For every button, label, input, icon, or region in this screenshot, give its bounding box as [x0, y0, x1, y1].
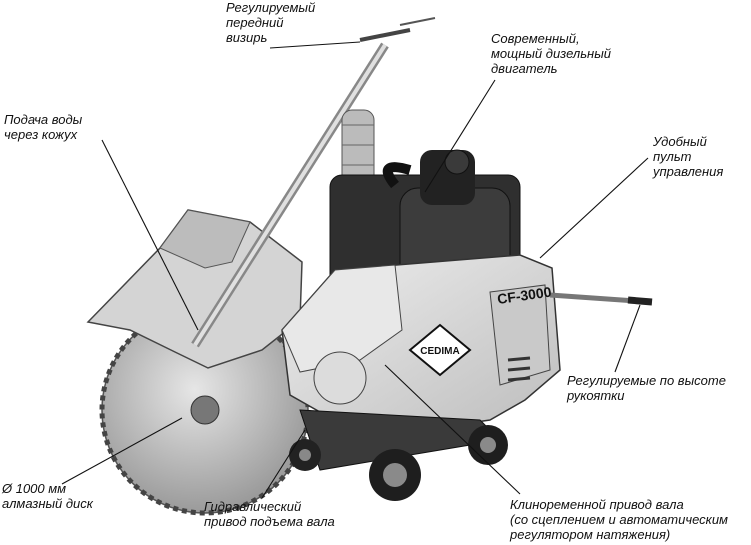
callout-hydraulic	[261, 429, 306, 499]
label-handles: Регулируемые по высоте рукоятки	[567, 373, 726, 403]
callout-water	[101, 139, 199, 331]
callout-front-sight	[269, 41, 361, 49]
rear-handle	[549, 292, 653, 306]
label-water-supply: Подача воды через кожух	[4, 112, 83, 142]
front-wheel	[289, 439, 321, 471]
rear-wheel-2	[468, 425, 508, 465]
engine-vent	[507, 356, 531, 382]
callout-disc	[61, 417, 183, 485]
callout-lines	[61, 41, 649, 499]
cedima-logo: CEDIMA	[408, 323, 472, 377]
label-front-sight: Регулируемый передний визирь	[226, 0, 316, 45]
label-control-panel: Удобный пульт управления	[653, 134, 724, 179]
callout-belt	[384, 364, 521, 495]
callout-handles	[614, 304, 641, 373]
brand-logo-text: CEDIMA	[420, 346, 459, 357]
guide-pole	[191, 17, 436, 348]
chassis	[289, 409, 508, 501]
rear-wheel	[369, 449, 421, 501]
label-belt-drive: Клиноременной привод вала (со сцеплением…	[510, 497, 728, 542]
label-hydraulic-drive: Гидравлический привод подъема вала	[204, 499, 335, 529]
model-badge: CF-3000	[496, 284, 552, 307]
blade-guard	[86, 209, 303, 369]
callout-engine	[424, 79, 496, 193]
callout-panel	[539, 157, 649, 259]
label-engine: Современный, мощный дизельный двигатель	[491, 31, 611, 76]
label-disc: Ø 1000 мм алмазный диск	[2, 481, 93, 511]
machine-housing	[281, 254, 561, 431]
